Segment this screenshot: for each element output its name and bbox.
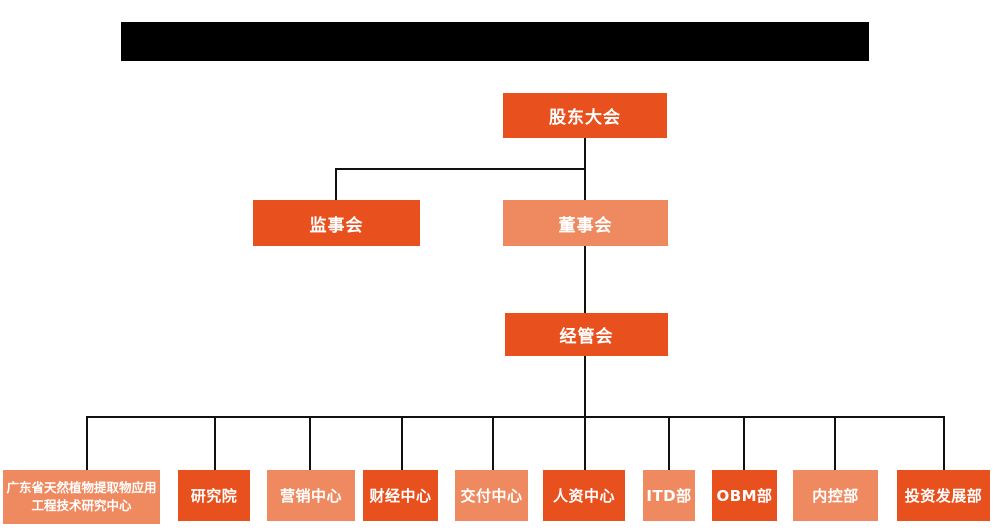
connector-dept-drop	[214, 416, 216, 470]
connector-dept-drop	[86, 416, 88, 470]
connector-dept-drop	[309, 416, 311, 470]
dept-investment-development: 投资发展部	[897, 470, 990, 521]
connector-dept-drop	[834, 416, 836, 470]
connector-board-to-management	[584, 246, 586, 313]
connector-dept-drop	[743, 416, 745, 470]
dept-plant-extract-research-center: 广东省天然植物提取物应用工程技术研究中心	[3, 470, 160, 524]
connector-department-bus	[86, 416, 945, 418]
connector-level2-branch	[335, 168, 586, 170]
dept-research-institute: 研究院	[178, 470, 250, 521]
connector-dept-drop	[492, 416, 494, 470]
connector-dept-drop	[668, 416, 670, 470]
dept-obm: OBM部	[712, 470, 777, 521]
connector-supervisory-drop	[335, 168, 337, 200]
node-shareholders-meeting: 股东大会	[503, 93, 667, 138]
dept-marketing-center: 营销中心	[267, 470, 355, 521]
dept-delivery-center: 交付中心	[455, 470, 528, 521]
dept-itd: ITD部	[643, 470, 695, 521]
connector-dept-drop	[584, 416, 586, 470]
dept-internal-control: 内控部	[793, 470, 878, 521]
dept-finance-center: 财经中心	[363, 470, 438, 521]
title-bar-redacted	[121, 22, 869, 61]
connector-management-down	[584, 356, 586, 417]
node-management-committee: 经管会	[505, 313, 668, 356]
node-board-of-directors: 董事会	[503, 200, 668, 246]
dept-hr-center: 人资中心	[543, 470, 625, 521]
connector-dept-drop	[943, 416, 945, 470]
node-supervisory-board: 监事会	[253, 200, 420, 246]
connector-dept-drop	[401, 416, 403, 470]
